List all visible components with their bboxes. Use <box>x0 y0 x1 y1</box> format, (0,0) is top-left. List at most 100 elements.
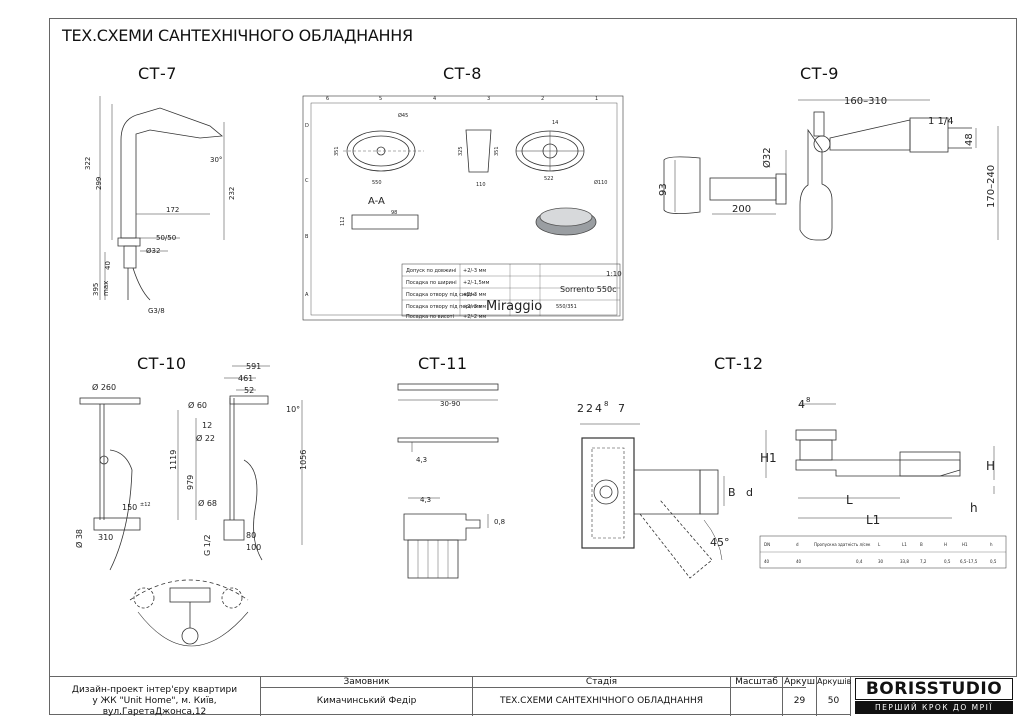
ct7-dim-g38: G3/8 <box>148 307 165 315</box>
ct7-dim-40: 40 <box>104 261 112 270</box>
sheet-number: 29 <box>783 687 817 716</box>
ct10-dim-d260: Ø 260 <box>92 382 116 392</box>
ct8-table-val-3: +2/-3 мм <box>463 292 486 298</box>
sheet-frame <box>49 18 1017 715</box>
ct8-table-row-2: Посадка по ширині <box>406 280 457 286</box>
ct10-dim-10deg: 10° <box>286 405 300 414</box>
ct11-dim-08: 0,8 <box>494 518 505 526</box>
ct8-brand: Miraggio <box>486 299 542 314</box>
ct12-dim-l1: L1 <box>866 513 880 527</box>
ct9-dim-d32: Ø32 <box>761 147 773 168</box>
ct8-dim-98: 98 <box>391 210 397 216</box>
ct8-model: Sorrento 550c <box>560 285 616 294</box>
ct11-drain-drawing <box>397 383 499 579</box>
ct7-dim-232: 232 <box>228 187 236 200</box>
ct8-dim-351b: 351 <box>494 146 500 156</box>
studio-logo: BORISSTUDIO ПЕРШИЙ КРОК ДО МРІЇ <box>851 677 1017 716</box>
ct10-shower-drawing <box>79 365 303 647</box>
ct7-dim-max: max <box>102 281 110 296</box>
ct10-dim-d60: Ø 60 <box>188 400 207 410</box>
ct8-dim-14: 14 <box>552 120 558 126</box>
ct8-grid-col-1: 1 <box>595 96 598 102</box>
scheme-label-ct9: СТ-9 <box>800 64 839 83</box>
sheets-header: Аркушів <box>817 677 852 687</box>
ct7-dim-d32: Ø32 <box>146 247 160 255</box>
ct12-dim-h: H <box>986 459 995 473</box>
ct12-dim-d: d <box>746 486 753 499</box>
ct9-dim-114: 1 1/4 <box>928 116 954 127</box>
ct8-grid-col-6: 6 <box>326 96 329 102</box>
ct12-th-5: B <box>920 542 923 547</box>
ct9-siphon-drawing <box>663 99 999 241</box>
sheets-total: 50 <box>817 687 851 716</box>
ct8-dim-110: 110 <box>476 182 486 188</box>
ct8-table-row-5: Посадка по висоті <box>406 314 454 320</box>
ct11-dim-43b: 4,3 <box>420 496 431 504</box>
ct8-table-row-1: Допуск по довжині <box>406 268 456 274</box>
ct8-table-val-1: +2/-3 мм <box>463 268 486 274</box>
ct12-td-6: 0,5 <box>944 559 951 564</box>
ct8-dim-550: 550 <box>372 180 382 186</box>
scheme-label-ct7: СТ-7 <box>138 64 177 83</box>
ct11-dim-30-90: 30-90 <box>440 400 460 408</box>
ct12-td-2: 0,4 <box>856 559 863 564</box>
ct12-th-4: L1 <box>902 542 907 547</box>
ct12-dim-h1: H1 <box>760 451 777 465</box>
ct12-dim-b: B <box>728 486 736 499</box>
ct10-dim-pm12: ±12 <box>140 502 151 508</box>
ct8-dim-112: 112 <box>340 216 346 226</box>
scheme-label-ct12: СТ-12 <box>714 354 764 373</box>
ct7-dim-299: 299 <box>95 177 103 190</box>
ct8-dim-d110: Ø110 <box>594 179 607 186</box>
stage-header: Стадія <box>473 677 731 687</box>
ct8-dim-351: 351 <box>334 146 340 156</box>
ct12-th-7: H1 <box>962 542 968 547</box>
logo-slogan: ПЕРШИЙ КРОК ДО МРІЇ <box>855 701 1013 714</box>
ct12-td-0: 40 <box>764 559 770 564</box>
ct9-dim-93: 93 <box>658 183 669 196</box>
ct12-td-7: 6,5–17,5 <box>960 559 978 564</box>
ct12-th-0: DN <box>764 542 770 547</box>
ct8-dim-d45: Ø45 <box>398 112 408 119</box>
ct10-dim-52: 52 <box>244 386 254 395</box>
logo-wordmark: BORISSTUDIO <box>855 678 1013 700</box>
ct12-dim-4: 4 <box>595 402 602 415</box>
ct9-dim-160-310: 160–310 <box>844 96 887 107</box>
ct7-dim-angle: 30° <box>210 156 222 164</box>
ct10-dim-1119: 1119 <box>169 450 178 470</box>
ct8-scale: 1:10 <box>606 270 622 278</box>
ct10-dim-461: 461 <box>238 374 253 383</box>
ct8-grid-row-d: D <box>305 123 309 129</box>
ct8-grid-col-3: 3 <box>487 96 490 102</box>
ct8-table-row-3: Посадка отвору під сифон <box>406 292 476 298</box>
ct8-grid-col-5: 5 <box>379 96 382 102</box>
ct8-table-val-4: +2/-3 мм <box>463 304 486 310</box>
ct12-td-5: 7,2 <box>920 559 927 564</box>
page-title: ТЕХ.СХЕМИ САНТЕХНІЧНОГО ОБЛАДНАННЯ <box>62 26 413 45</box>
ct12-drain-drawing <box>580 403 1007 579</box>
ct10-dim-1056: 1056 <box>299 450 308 470</box>
ct8-table-val-5: +2/-2 мм <box>463 314 486 320</box>
scale-value <box>731 687 783 716</box>
title-block: Дизайн-проект інтер'єру квартири у ЖК "U… <box>49 676 1017 717</box>
ct12-dim-8: 8 <box>604 400 608 408</box>
project-line-2: у ЖК "Unit Home", м. Київ, вул.ГаретаДжо… <box>92 696 217 717</box>
title-block-divider <box>261 687 806 688</box>
ct7-dim-172: 172 <box>166 206 179 214</box>
ct10-dim-100: 100 <box>246 543 261 552</box>
ct8-grid-col-4: 4 <box>433 96 436 102</box>
ct7-dim-5050: 50/50 <box>156 234 176 242</box>
ct8-grid-row-b: B <box>305 234 309 240</box>
ct10-dim-g12: G 1/2 <box>203 534 212 556</box>
ct12-dim-8b: 8 <box>806 396 810 404</box>
project-name: Дизайн-проект інтер'єру квартири у ЖК "U… <box>49 677 261 717</box>
ct12-td-3: 30 <box>878 559 884 564</box>
scheme-label-ct10: СТ-10 <box>137 354 187 373</box>
ct12-td-1: 40 <box>796 559 802 564</box>
ct12-dim-45: 45° <box>710 536 730 549</box>
ct12-dim-2b: 2 <box>586 402 593 415</box>
ct10-dim-80: 80 <box>246 531 256 540</box>
ct8-dim-522: 522 <box>544 176 554 182</box>
ct12-dim-h-small: h <box>970 501 978 515</box>
